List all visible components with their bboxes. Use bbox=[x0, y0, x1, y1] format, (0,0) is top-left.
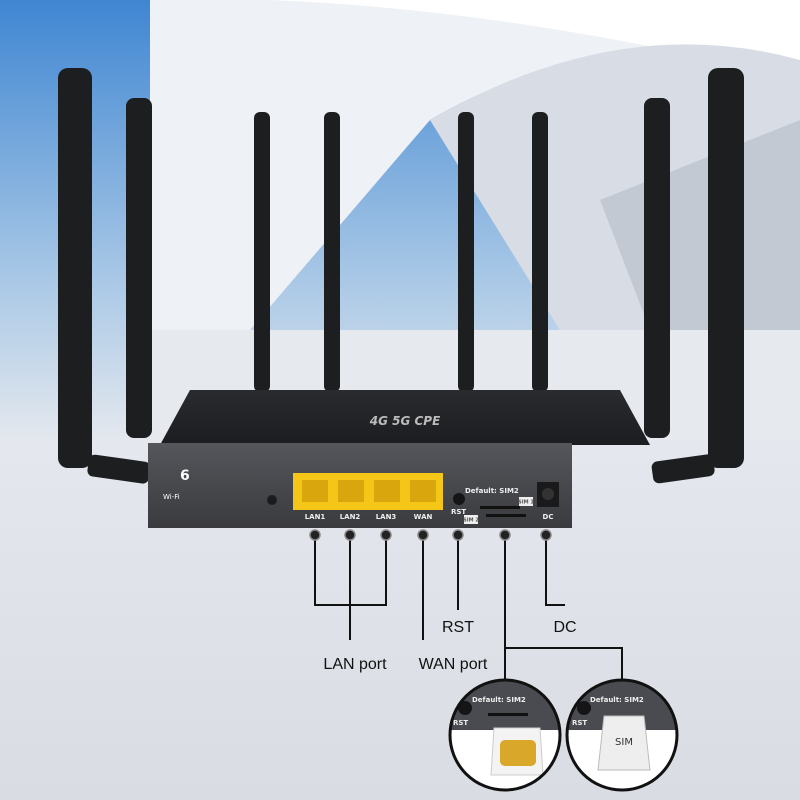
svg-text:Default: SIM2: Default: SIM2 bbox=[472, 696, 526, 704]
svg-text:SIM: SIM bbox=[615, 737, 633, 748]
sim2-tag bbox=[464, 515, 478, 524]
svg-text:6: 6 bbox=[180, 468, 190, 484]
port-label-lan3: LAN3 bbox=[376, 513, 397, 521]
dc-callout: DC bbox=[553, 619, 576, 636]
callout-lines bbox=[314, 535, 623, 680]
sim-slot bbox=[486, 514, 526, 517]
lan-port-callout: LAN port bbox=[323, 656, 387, 673]
architecture-background bbox=[150, 0, 800, 440]
callout-dots bbox=[309, 529, 552, 541]
port-label-lan2: LAN2 bbox=[340, 513, 361, 521]
svg-text:RST: RST bbox=[453, 719, 468, 727]
wan-port-callout: WAN port bbox=[419, 656, 488, 673]
led-indicator bbox=[267, 495, 277, 505]
wifi6-badge: 6 Wi-Fi bbox=[163, 468, 190, 501]
dc-label: DC bbox=[543, 513, 554, 521]
sim-slot-2-label: SIM 2 bbox=[463, 518, 479, 524]
sim-default-label: Default: SIM2 bbox=[465, 487, 519, 495]
sim-slot-1-label: SIM 1 bbox=[518, 500, 534, 506]
sim-chip-icon bbox=[500, 740, 536, 766]
sim-slot bbox=[480, 506, 520, 509]
svg-text:RST: RST bbox=[572, 719, 587, 727]
antennas bbox=[58, 68, 744, 484]
rst-callout: RST bbox=[442, 619, 474, 636]
router: 4G 5G CPE 6 Wi-Fi LAN1 LAN2 LAN3 WAN RST… bbox=[148, 390, 650, 528]
sim1-tag bbox=[519, 497, 533, 506]
brand-logo: 4G 5G CPE bbox=[369, 414, 441, 428]
reset-button bbox=[453, 493, 465, 505]
sim-inset-chip: Default: SIM2 RST bbox=[448, 678, 562, 792]
rst-label: RST bbox=[451, 508, 466, 516]
svg-text:Default: SIM2: Default: SIM2 bbox=[590, 696, 644, 704]
port-label-wan: WAN bbox=[414, 513, 433, 521]
svg-text:Wi-Fi: Wi-Fi bbox=[163, 493, 180, 501]
port-label-lan1: LAN1 bbox=[305, 513, 326, 521]
